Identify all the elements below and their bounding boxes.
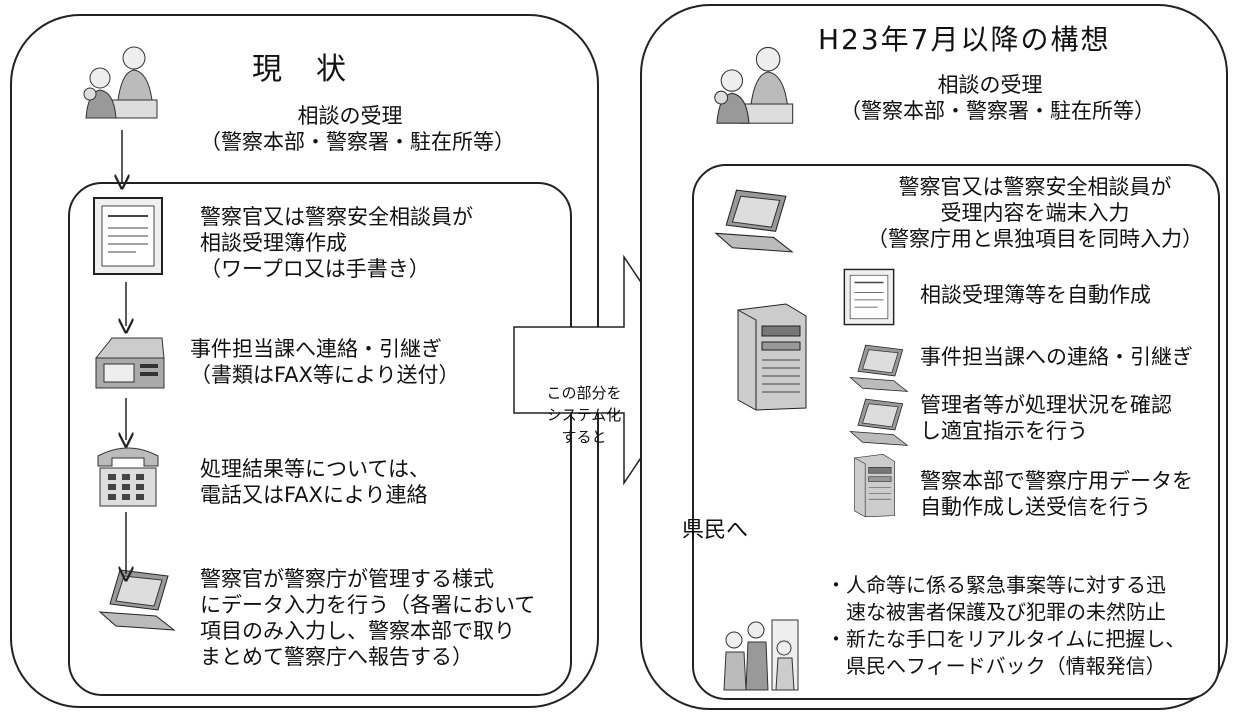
left-intake-text: 相談の受理 （警察本部・警察署・駐在所等） <box>200 104 515 154</box>
people-group-icon <box>723 619 799 691</box>
server-tower-icon <box>737 303 807 411</box>
document-form-icon <box>93 197 163 275</box>
future-plan-title: H23年7月以降の構想 <box>818 23 1111 56</box>
output-1-text: 相談受理簿等を自動作成 <box>920 283 1151 307</box>
right-intake-text: 相談の受理 （警察本部・警察署・駐在所等） <box>840 73 1155 123</box>
document-form-icon <box>843 268 895 326</box>
laptop-icon <box>714 189 794 253</box>
reception-people-icon <box>714 46 794 124</box>
fax-machine-icon <box>94 337 165 389</box>
left-step-3-text: 処理結果等については、 電話又はFAXにより連絡 <box>200 457 430 507</box>
right-input-text: 警察官又は警察安全相談員が 受理内容を端末入力 （警察庁用と県独項目を同時入力） <box>867 175 1203 251</box>
left-step-1-text: 警察官又は警察安全相談員が 相談受理簿作成 （ワープロ又は手書き） <box>200 205 473 281</box>
current-status-title: 現 状 <box>252 52 348 87</box>
telephone-icon <box>97 447 159 507</box>
right-system-box <box>692 164 1220 700</box>
output-3-text: 管理者等が処理状況を確認 し適宜指示を行う <box>920 393 1172 443</box>
laptop-icon <box>849 344 909 392</box>
laptop-icon <box>849 398 909 446</box>
output-4-text: 警察本部で警察庁用データを 自動作成し送受信を行う <box>920 469 1193 519</box>
systemization-arrow-text: この部分を システム化 すると <box>546 384 622 446</box>
benefits-text: ・人命等に係る緊急事案等に対する迅 速な被害者保護及び犯罪の未然防止 ・新たな手… <box>826 573 1186 678</box>
reception-people-icon <box>83 46 158 119</box>
to-citizens-label: 県民へ <box>682 518 749 543</box>
server-tower-icon <box>854 454 895 518</box>
left-step-4-text: 警察官が警察庁が管理する様式 にデータ入力を行う（各署において 項目のみ入力し、… <box>200 567 536 669</box>
output-2-text: 事件担当課への連絡・引継ぎ <box>920 345 1193 369</box>
left-step-2-text: 事件担当課へ連絡・引継ぎ （書類はFAX等により送付） <box>190 337 460 387</box>
